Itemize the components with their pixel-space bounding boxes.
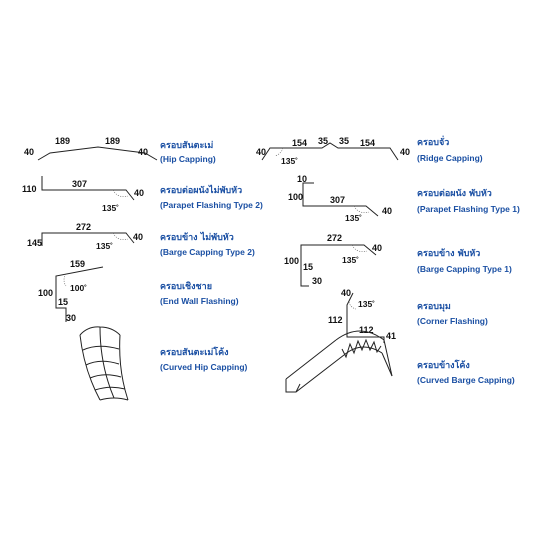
curved-hip-capping-illustration	[79, 326, 129, 401]
dim-label: 40	[24, 147, 34, 157]
dim-label: 189	[105, 136, 120, 146]
curved-barge-capping-thai-label: ครอบข้างโค้ง	[417, 359, 470, 371]
barge-capping-type2-profile: 145 272 40 135˚	[27, 222, 143, 251]
angle-label: 135˚	[358, 299, 375, 309]
parapet-flashing-type1-english-label: (Parapet Flashing Type 1)	[417, 204, 520, 214]
dim-label: 40	[382, 206, 392, 216]
parapet-flashing-type1-profile: 10 100 307 40 135˚	[288, 174, 392, 223]
angle-label: 100˚	[70, 283, 87, 293]
ridge-capping-profile: 40 154 35 35 154 40 135˚	[256, 136, 410, 166]
angle-label: 135˚	[342, 255, 359, 265]
dim-label: 100	[284, 256, 299, 266]
dim-label: 35	[339, 136, 349, 146]
end-wall-flashing-thai-label: ครอบเชิงชาย	[160, 281, 212, 292]
angle-label: 135˚	[281, 156, 298, 166]
dim-label: 40	[138, 147, 148, 157]
parapet-flashing-type1-thai-label: ครอบต่อผนัง พับหัว	[417, 188, 492, 199]
barge-capping-type1-profile: 272 40 100 15 30 135˚	[284, 233, 382, 287]
barge-capping-type1-thai-label: ครอบข้าง พับหัว	[417, 248, 480, 259]
dim-label: 112	[328, 315, 343, 325]
parapet-flashing-type2-thai-label: ครอบต่อผนังไม่พับหัว	[160, 184, 242, 196]
dim-label: 30	[66, 313, 76, 323]
corner-flashing-thai-label: ครอบมุม	[417, 302, 451, 312]
barge-capping-type1-english-label: (Barge Capping Type 1)	[417, 264, 512, 274]
dim-label: 40	[256, 147, 266, 157]
dim-label: 154	[292, 138, 307, 148]
curved-barge-capping-english-label: (Curved Barge Capping)	[417, 375, 515, 385]
end-wall-flashing-profile: 159 100 100˚ 15 30	[38, 259, 104, 323]
dim-label: 100	[38, 288, 53, 298]
curved-barge-capping-illustration	[285, 330, 393, 393]
curved-hip-capping-english-label: (Curved Hip Capping)	[160, 362, 248, 372]
angle-label: 135˚	[102, 203, 119, 213]
dim-label: 40	[134, 188, 144, 198]
dim-label: 15	[58, 297, 68, 307]
dim-label: 154	[360, 138, 375, 148]
dim-label: 30	[312, 276, 322, 286]
dim-label: 40	[400, 147, 410, 157]
dim-label: 307	[330, 195, 345, 205]
angle-label: 135˚	[345, 213, 362, 223]
dim-label: 145	[27, 238, 42, 248]
corner-flashing-profile: 40 135˚ 112 112 41	[328, 288, 396, 343]
dim-label: 110	[22, 184, 37, 194]
end-wall-flashing-english-label: (End Wall Flashing)	[160, 296, 239, 306]
angle-label: 135˚	[96, 241, 113, 251]
dim-label: 272	[327, 233, 342, 243]
corner-flashing-english-label: (Corner Flashing)	[417, 316, 488, 326]
parapet-flashing-type2-profile: 110 307 40 135˚	[22, 176, 144, 213]
dim-label: 159	[70, 259, 85, 269]
barge-capping-type2-english-label: (Barge Capping Type 2)	[160, 247, 255, 257]
dim-label: 40	[341, 288, 351, 298]
hip-capping-thai-label: ครอบสันตะเม่	[160, 140, 213, 151]
dim-label: 112	[359, 325, 374, 335]
dim-label: 100	[288, 192, 303, 202]
dim-label: 10	[297, 174, 307, 184]
dim-label: 307	[72, 179, 87, 189]
barge-capping-type2-thai-label: ครอบข้าง ไม่พับหัว	[160, 231, 234, 243]
dim-label: 40	[372, 243, 382, 253]
hip-capping-english-label: (Hip Capping)	[160, 154, 216, 164]
dim-label: 189	[55, 136, 70, 146]
dim-label: 15	[303, 262, 313, 272]
dim-label: 40	[133, 232, 143, 242]
ridge-capping-english-label: (Ridge Capping)	[417, 153, 483, 163]
parapet-flashing-type2-english-label: (Parapet Flashing Type 2)	[160, 200, 263, 210]
hip-capping-profile: 40 189 189 40	[24, 136, 158, 161]
curved-hip-capping-thai-label: ครอบสันตะเม่โค้ง	[160, 346, 229, 358]
dim-label: 41	[386, 331, 396, 341]
dim-label: 272	[76, 222, 91, 232]
dim-label: 35	[318, 136, 328, 146]
ridge-capping-thai-label: ครอบจั่ว	[417, 135, 449, 148]
